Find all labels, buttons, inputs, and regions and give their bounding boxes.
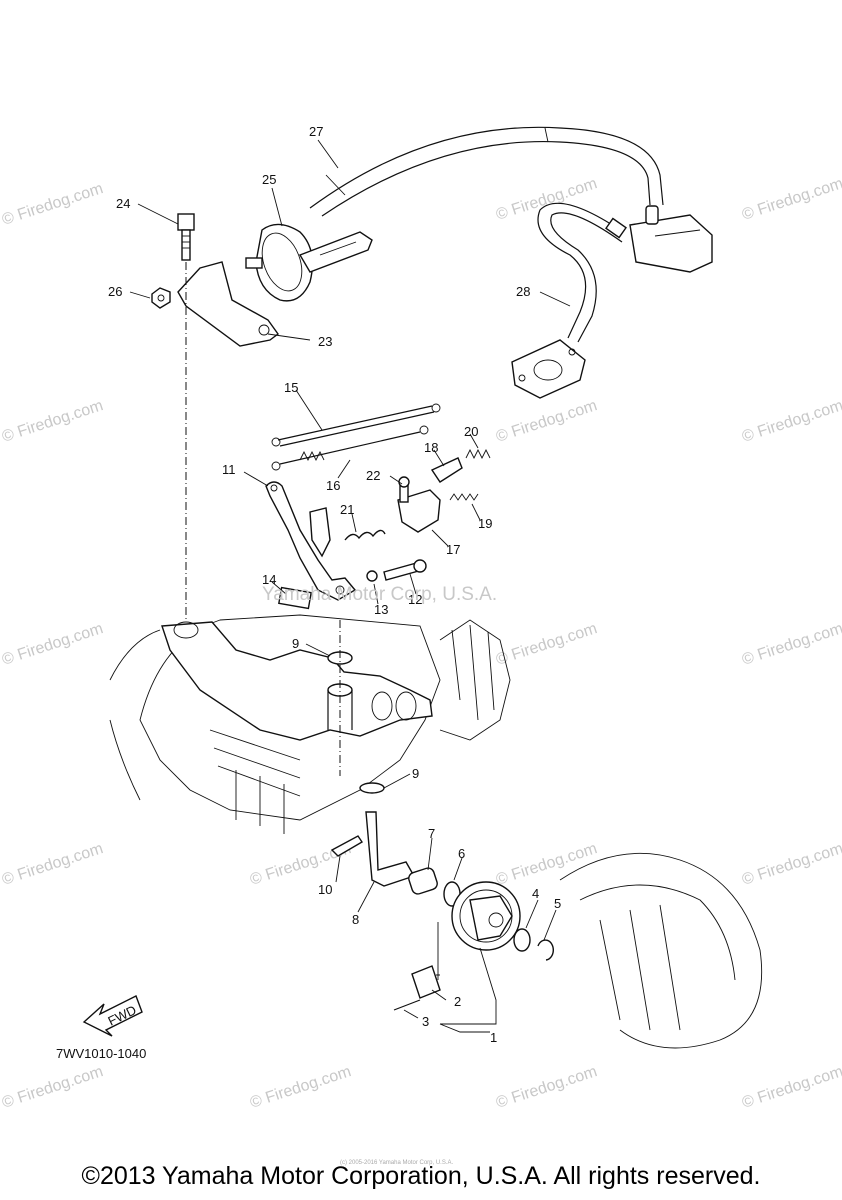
callout-18: 18 [424,440,438,455]
governor-gear [451,881,521,951]
callout-13: 13 [374,602,388,617]
callout-17: 17 [446,542,460,557]
callout-2: 2 [454,994,461,1009]
watermark: © Firedog.com [0,620,105,669]
callout-24: 24 [116,196,130,211]
watermark: © Firedog.com [494,1063,599,1112]
fwd-arrow: FWD [82,995,143,1037]
center-watermark: Yamaha Motor Corp, U.S.A. [262,584,498,605]
callout-26: 26 [108,284,122,299]
callout-11: 11 [222,462,236,477]
watermark: © Firedog.com [740,1063,842,1112]
callout-labels: 27 25 24 26 23 28 15 20 18 11 22 16 21 1… [108,124,561,1045]
watermark: © Firedog.com [494,175,599,224]
callout-21: 21 [340,502,354,517]
drawing-code: 7WV1010-1040 [56,1046,147,1061]
watermark: © Firedog.com [740,620,842,669]
governor-assembly [330,811,554,1011]
callout-28: 28 [516,284,530,299]
callout-23: 23 [318,334,332,349]
callout-14: 14 [262,572,276,587]
callout-9-upper: 9 [292,636,299,651]
watermark: © Firedog.com [0,840,105,889]
callout-10: 10 [318,882,332,897]
watermark: © Firedog.com [0,1063,105,1112]
callout-19: 19 [478,516,492,531]
callout-27: 27 [309,124,323,139]
callout-7: 7 [428,826,435,841]
watermark: © Firedog.com [494,397,599,446]
watermark: © Firedog.com [0,180,105,229]
watermark: © Firedog.com [0,397,105,446]
diaphragm-assembly [151,213,373,622]
callout-5: 5 [554,896,561,911]
watermark: © Firedog.com [740,840,842,889]
fwd-label: FWD [106,1002,139,1028]
callout-20: 20 [464,424,478,439]
lever-assembly [265,448,491,610]
callout-4: 4 [532,886,539,901]
engine-housing [109,614,763,1049]
callout-16: 16 [326,478,340,493]
callout-22: 22 [366,468,380,483]
callout-8: 8 [352,912,359,927]
vacuum-hose-assembly [309,126,713,399]
watermark: © Firedog.com [494,840,599,889]
callout-6: 6 [458,846,465,861]
small-notice: (c) 2005-2016 Yamaha Motor Corp, U.S.A. [340,1160,454,1166]
callout-9-lower: 9 [412,766,419,781]
watermark: © Firedog.com [740,397,842,446]
watermark: © Firedog.com [494,620,599,669]
watermark: © Firedog.com [248,1063,353,1112]
leader-lines [129,139,571,1033]
copyright-notice: ©2013 Yamaha Motor Corporation, U.S.A. A… [81,1162,761,1190]
callout-12: 12 [408,592,422,607]
callout-1: 1 [490,1030,497,1045]
watermark: © Firedog.com [740,175,842,224]
callout-25: 25 [262,172,276,187]
callout-3: 3 [422,1014,429,1029]
callout-15: 15 [284,380,298,395]
link-rods [271,403,441,471]
